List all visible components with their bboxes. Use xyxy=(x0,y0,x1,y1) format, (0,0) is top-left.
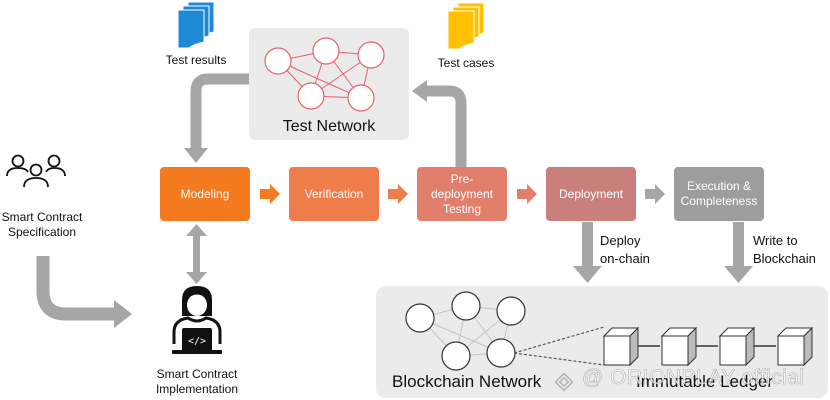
ledger-block xyxy=(718,326,756,367)
step-pre-deployment-testing[interactable]: Pre- deployment Testing xyxy=(417,167,507,221)
step-modeling[interactable]: Modeling xyxy=(160,167,250,221)
deploy-line1: Deploy xyxy=(600,233,641,248)
blockchain-node xyxy=(451,291,481,321)
specification-line2: Specification xyxy=(7,225,77,239)
specification-label: Smart Contract Specification xyxy=(0,210,84,240)
step-pre-deployment-line2: deployment xyxy=(430,186,494,201)
step-execution-completeness[interactable]: Execution & Completeness xyxy=(674,167,764,221)
test-cases-icon xyxy=(447,2,485,50)
deploy-line2: on-chain xyxy=(600,251,650,266)
blockchain-node xyxy=(486,338,516,368)
arrow-deployment-execution xyxy=(645,184,665,204)
implementation-line2: Implementation xyxy=(155,382,239,396)
step-execution-line1: Execution & xyxy=(686,179,752,193)
test-node xyxy=(312,37,340,65)
ledger-block xyxy=(660,326,698,367)
test-node xyxy=(347,84,375,112)
test-network-graph xyxy=(264,37,385,112)
ledger-blocks xyxy=(602,326,814,367)
code-glyph: </> xyxy=(188,336,206,347)
specification-line1: Smart Contract xyxy=(1,210,83,224)
test-cases-label: Test cases xyxy=(437,56,495,70)
write-to-blockchain-label: Write to Blockchain xyxy=(753,232,816,268)
arrow-pretesting-deployment xyxy=(517,184,537,204)
blockchain-network-label: Blockchain Network xyxy=(392,372,542,391)
ledger-block xyxy=(602,326,640,367)
step-deployment[interactable]: Deployment xyxy=(546,167,636,221)
test-results-label: Test results xyxy=(165,53,227,67)
write-line1: Write to xyxy=(753,233,798,248)
test-node xyxy=(264,47,292,75)
blockchain-node xyxy=(405,303,435,333)
watermark-logo-icon xyxy=(554,372,574,392)
blockchain-graph xyxy=(405,291,814,371)
watermark-text: @ ORIONPLAY official xyxy=(582,366,805,390)
implementation-line1: Smart Contract xyxy=(156,367,238,381)
blockchain-node xyxy=(496,296,526,326)
people-group-icon xyxy=(6,154,66,188)
blockchain-node xyxy=(441,341,471,371)
write-line2: Blockchain xyxy=(753,251,816,266)
step-verification[interactable]: Verification xyxy=(289,167,379,221)
implementation-label: Smart Contract Implementation xyxy=(150,367,244,397)
step-pre-deployment-line1: Pre- xyxy=(450,171,474,186)
test-network-label: Test Network xyxy=(282,118,376,135)
test-node xyxy=(357,41,385,69)
step-execution-line2: Completeness xyxy=(680,194,758,208)
step-verification-label: Verification xyxy=(304,186,364,201)
test-node xyxy=(297,82,325,110)
step-pre-deployment-line3: Testing xyxy=(442,201,482,216)
ledger-block xyxy=(776,326,814,367)
step-deployment-label: Deployment xyxy=(558,186,624,201)
arrow-modeling-verification xyxy=(260,184,280,204)
deploy-on-chain-label: Deploy on-chain xyxy=(600,232,650,268)
arrow-verification-pretesting xyxy=(388,184,408,204)
immutable-ledger-label: Immutable Ledger xyxy=(636,372,774,391)
step-modeling-label: Modeling xyxy=(180,186,230,201)
test-results-icon xyxy=(177,1,215,49)
developer-laptop-icon: </> xyxy=(172,286,222,354)
